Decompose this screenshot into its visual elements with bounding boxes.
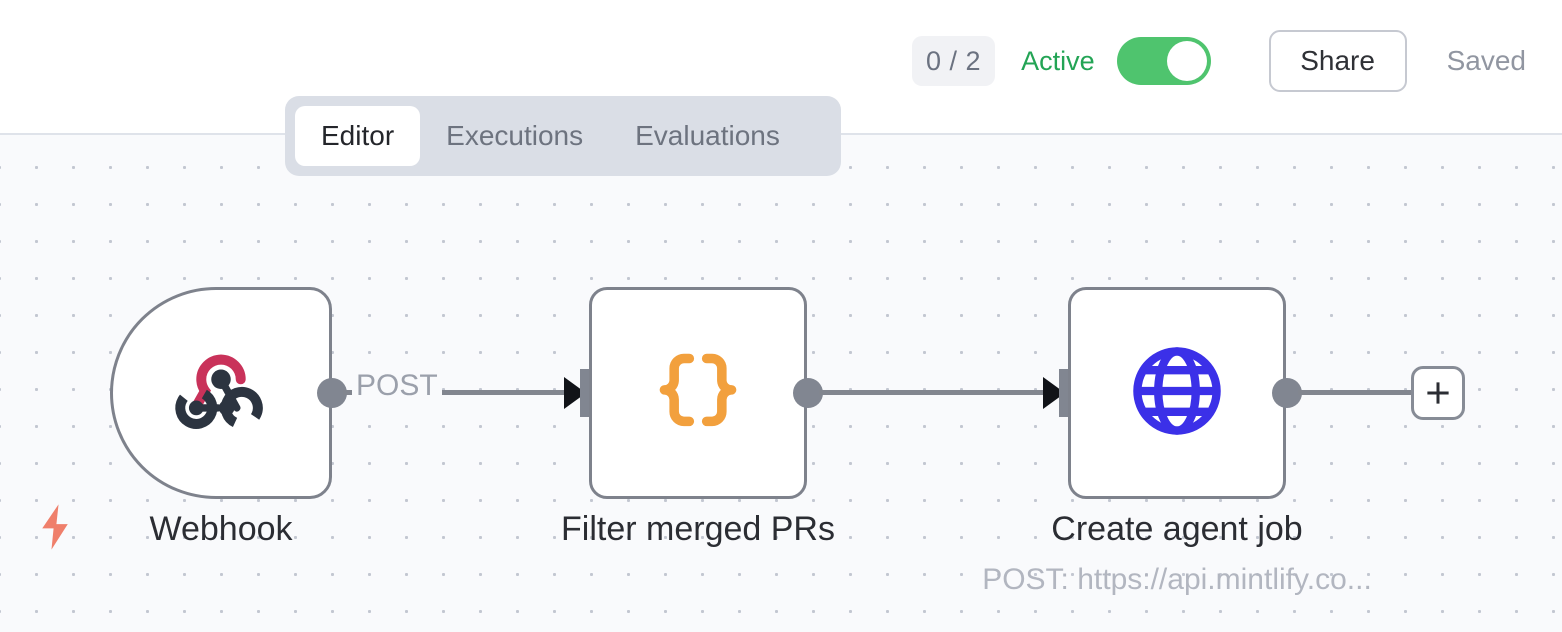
share-button[interactable]: Share [1268, 30, 1407, 92]
node-create-agent-job[interactable] [1068, 287, 1286, 499]
connection-webhook-filter [343, 390, 585, 395]
workflow-canvas[interactable]: POST Webhook Filter merged PRs [0, 133, 1562, 632]
code-braces-icon [646, 339, 750, 448]
active-toggle[interactable] [1116, 37, 1211, 85]
add-node-button[interactable] [1411, 366, 1465, 420]
http-output-connector[interactable] [1272, 378, 1302, 408]
tab-editor[interactable]: Editor [295, 106, 421, 166]
node-label-create-agent-job: Create agent job [1051, 510, 1303, 548]
tab-executions[interactable]: Executions [420, 106, 609, 166]
saved-status-label: Saved [1446, 45, 1526, 76]
node-webhook[interactable] [110, 287, 332, 499]
connection-filter-http [819, 390, 1044, 395]
node-subtitle-create-agent-job: POST: https://api.mintlify.co... [982, 563, 1372, 596]
workflow-graph: POST Webhook Filter merged PRs [0, 135, 1562, 632]
webhook-output-connector[interactable] [317, 378, 347, 408]
connection-http-add [1298, 390, 1416, 395]
globe-icon [1127, 341, 1227, 446]
active-status-label: Active [1021, 45, 1095, 76]
view-tabs: Editor Executions Evaluations [285, 96, 841, 176]
plus-icon [1423, 378, 1453, 408]
run-count-badge: 0 / 2 [912, 36, 996, 86]
node-filter-merged-prs[interactable] [589, 287, 807, 499]
node-label-filter: Filter merged PRs [561, 510, 835, 548]
header-actions: 0 / 2 Active Share Saved [912, 28, 1526, 94]
node-label-webhook: Webhook [149, 510, 293, 548]
toggle-knob [1166, 41, 1207, 81]
connection-label-post: POST [352, 369, 442, 403]
tab-evaluations[interactable]: Evaluations [609, 106, 806, 166]
filter-output-connector[interactable] [793, 378, 823, 408]
lightning-bolt-icon [38, 500, 72, 554]
webhook-icon [169, 339, 273, 448]
